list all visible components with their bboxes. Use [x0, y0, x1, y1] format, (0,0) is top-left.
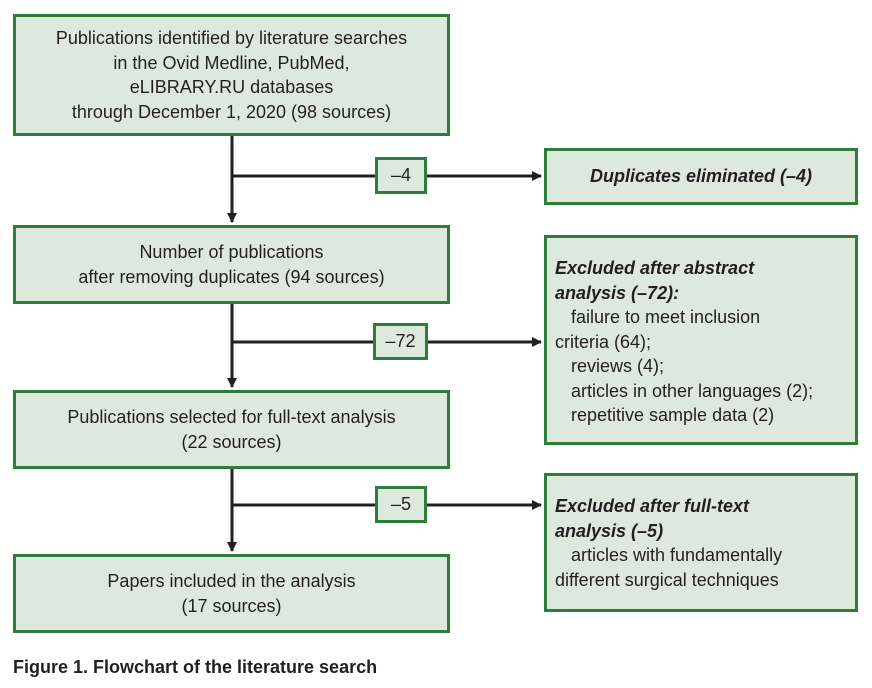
badge-minus-4-label: –4: [390, 165, 412, 185]
excluded-full-text-reason-line-2: different surgical techniques: [555, 569, 779, 590]
box-identified-line-1: Publications identified by literature se…: [55, 28, 408, 48]
badge-minus-4: –4: [375, 157, 427, 194]
box-full-text-line-1: Publications selected for full-text anal…: [67, 407, 396, 427]
box-included: Papers included in the analysis (17 sour…: [13, 554, 450, 633]
excluded-full-text-reason-line-1: articles with fundamentally: [571, 545, 783, 565]
excluded-abstract-reason-4: repetitive sample data (2): [571, 405, 775, 425]
excluded-abstract-reason-1-line-2: criteria (64);: [555, 331, 652, 352]
box-included-line-2: (17 sources): [181, 595, 282, 616]
box-identified-line-4: through December 1, 2020 (98 sources): [71, 101, 392, 122]
badge-minus-5: –5: [375, 486, 427, 523]
excluded-abstract-reason-2: reviews (4);: [571, 356, 665, 376]
excluded-abstract-title-line-2: analysis (–72):: [555, 282, 680, 303]
excluded-abstract-reason-3: articles in other languages (2);: [571, 380, 814, 401]
excluded-full-text-title-line-1: Excluded after full-text: [555, 496, 750, 516]
box-after-duplicates-line-1: Number of publications: [139, 242, 324, 262]
badge-minus-5-label: –5: [390, 494, 412, 514]
excluded-full-text-title-line-2: analysis (–5): [555, 520, 664, 541]
figure-caption: Figure 1. Flowchart of the literature se…: [13, 657, 378, 677]
box-full-text: Publications selected for full-text anal…: [13, 390, 450, 469]
excluded-abstract-reason-1-line-1: failure to meet inclusion: [571, 307, 761, 327]
box-excluded-full-text: Excluded after full-text analysis (–5) a…: [544, 473, 858, 612]
excluded-abstract-title-line-1: Excluded after abstract: [555, 258, 755, 278]
badge-minus-72: –72: [373, 323, 428, 360]
box-after-duplicates-line-2: after removing duplicates (94 sources): [78, 266, 385, 287]
box-duplicates-eliminated: Duplicates eliminated (–4): [544, 148, 858, 205]
badge-minus-72-label: –72: [385, 331, 416, 351]
duplicates-eliminated-title: Duplicates eliminated (–4): [589, 166, 813, 186]
box-included-line-1: Papers included in the analysis: [107, 571, 356, 591]
box-identified-line-3: eLIBRARY.RU databases: [129, 77, 334, 97]
box-identified: Publications identified by literature se…: [13, 14, 450, 136]
box-excluded-abstract: Excluded after abstract analysis (–72): …: [544, 235, 858, 445]
box-identified-line-2: in the Ovid Medline, PubMed,: [113, 52, 350, 73]
box-full-text-line-2: (22 sources): [181, 431, 282, 452]
box-after-duplicates: Number of publications after removing du…: [13, 225, 450, 304]
